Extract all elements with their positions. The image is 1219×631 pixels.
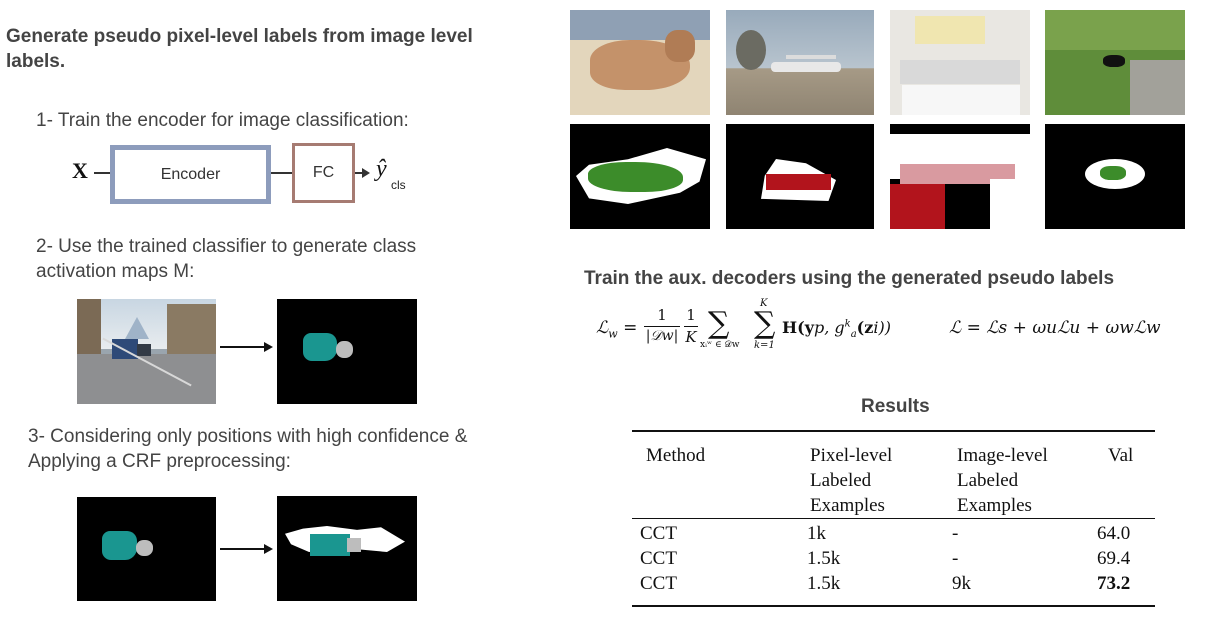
- header-method: Method: [646, 445, 706, 466]
- table-row: CCT 1.5k 9k 73.2: [640, 573, 1131, 594]
- fc-label: FC: [312, 164, 335, 181]
- table-body: CCT 1k - 64.0 CCT 1.5k - 69.4 CCT 1.5k 9…: [632, 519, 1155, 605]
- encoder-block: Encoder: [110, 145, 271, 204]
- street-photo: [77, 299, 216, 404]
- results-title: Results: [861, 396, 930, 417]
- encoder-label: Encoder: [160, 165, 221, 183]
- mask-airplane: [726, 124, 874, 229]
- confident-map: [77, 497, 216, 601]
- step-3-text: 3- Considering only positions with high …: [28, 426, 468, 472]
- photo-airplane: [726, 10, 874, 115]
- arrow-line: [94, 172, 110, 174]
- section-heading: Generate pseudo pixel-level labels from …: [6, 26, 473, 72]
- header-pixel-level: Pixel-level Labeled Examples: [810, 445, 893, 516]
- total-loss-equation: ℒ = ℒs + ωuℒu + ωwℒw: [949, 318, 1161, 338]
- arrow-head: [264, 342, 273, 352]
- table-row: CCT 1k - 64.0: [640, 523, 1131, 544]
- results-table: Method Pixel-level Labeled Examples Imag…: [632, 430, 1155, 607]
- output-subscript: cls: [391, 178, 406, 192]
- step-2-text: 2- Use the trained classifier to generat…: [36, 236, 417, 282]
- table-header-row: Method Pixel-level Labeled Examples Imag…: [632, 432, 1155, 518]
- photo-cow: [570, 10, 710, 115]
- header-val: Val: [1108, 445, 1134, 466]
- output-y-hat: ŷ: [376, 156, 387, 182]
- activation-map: [277, 299, 417, 404]
- arrow-line: [355, 172, 365, 174]
- photo-meeting: [890, 10, 1030, 115]
- arrow-head: [362, 168, 370, 178]
- crf-map: [277, 496, 417, 601]
- table-row: CCT 1.5k - 69.4: [640, 548, 1131, 569]
- arrow-line: [271, 172, 292, 174]
- loss-weak-equation: ℒw = 1 |𝒟w| 1 K ∑ xᵢʷ ∈ 𝒟w K ∑ k=1 H(yp,…: [596, 298, 891, 351]
- mask-cow: [570, 124, 710, 229]
- mask-meeting: [890, 124, 1030, 229]
- photo-animal-grass: [1045, 10, 1185, 115]
- step-1-text: 1- Train the encoder for image classific…: [36, 110, 409, 131]
- arrow-head: [264, 544, 273, 554]
- mask-animal: [1045, 124, 1185, 229]
- input-x-label: X: [72, 158, 88, 183]
- arrow-line: [220, 346, 266, 348]
- aux-decoder-heading: Train the aux. decoders using the genera…: [584, 268, 1115, 289]
- header-image-level: Image-level Labeled Examples: [957, 445, 1048, 516]
- arrow-line: [220, 548, 266, 550]
- fc-block: FC: [292, 143, 355, 203]
